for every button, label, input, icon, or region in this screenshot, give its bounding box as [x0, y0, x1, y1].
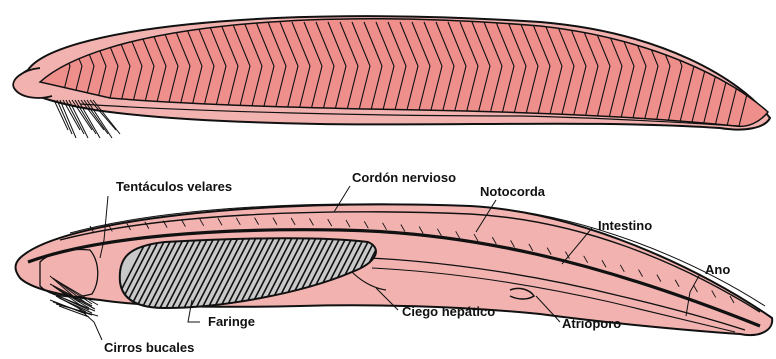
label-ciego-hepatico: Ciego hepático — [402, 304, 495, 319]
label-ano: Ano — [705, 262, 730, 277]
label-atrioporo: Atrioporo — [562, 316, 621, 331]
label-cordon-nervioso: Cordón nervioso — [352, 170, 456, 185]
label-notocorda: Notocorda — [480, 184, 546, 199]
top-lancelet — [13, 16, 770, 138]
label-intestino: Intestino — [598, 218, 652, 233]
label-tentaculos-velares: Tentáculos velares — [116, 179, 232, 194]
label-faringe: Faringe — [208, 314, 255, 329]
bottom-lancelet — [16, 204, 773, 335]
label-cirros-bucales: Cirros bucales — [104, 340, 194, 355]
